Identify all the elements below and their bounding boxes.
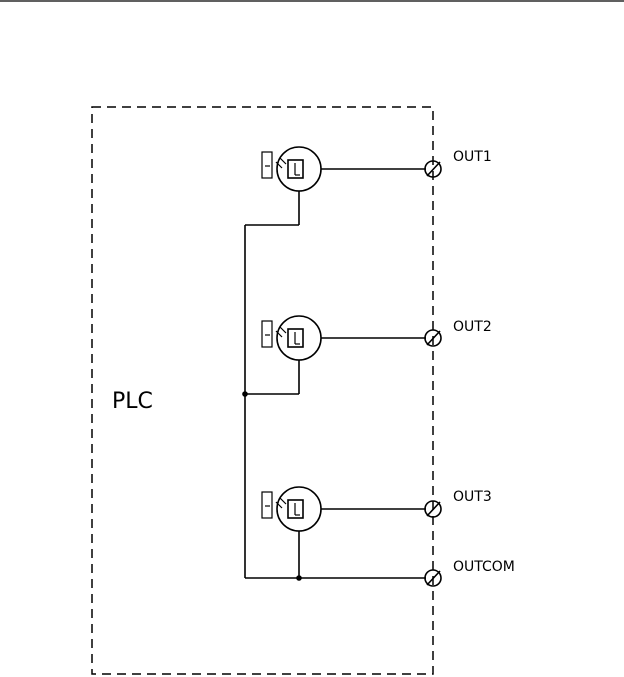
optocoupler-icon [261,146,322,192]
common-junction-dot [296,575,302,581]
terminal-icon [424,329,442,347]
plc-label: PLC [112,389,153,414]
terminal-icon [424,500,442,518]
common-channel: OUTCOM [245,559,515,587]
out3-label: OUT3 [453,489,492,505]
output-channel-3: OUT3 [261,486,492,578]
terminal-icon [424,160,442,178]
output-channel-2: OUT2 [245,315,492,395]
optocoupler-icon [261,315,322,361]
output-channel-1: OUT1 [245,146,492,226]
plc-enclosure [91,106,434,675]
out2-label: OUT2 [453,319,492,335]
terminal-icon [424,569,442,587]
optocoupler-icon [261,486,322,532]
outcom-label: OUTCOM [453,559,515,575]
out1-label: OUT1 [453,149,492,165]
